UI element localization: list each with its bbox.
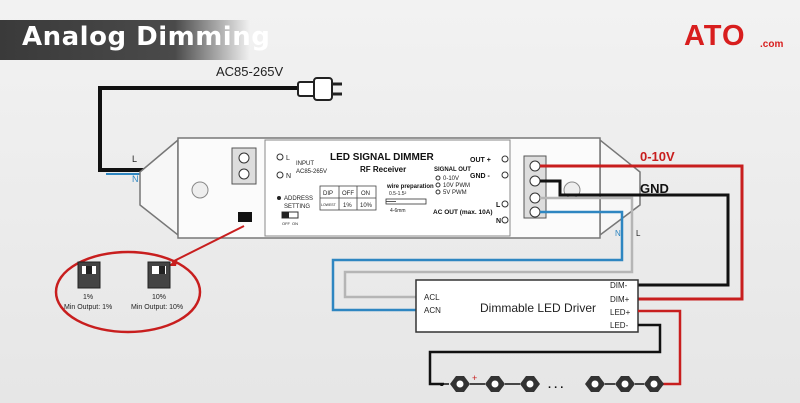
led-minus-label: -: [440, 380, 443, 391]
out-plus-terminal: [501, 155, 509, 163]
driver-led-plus: LED+: [610, 308, 631, 317]
dip-header-on: ON: [361, 191, 370, 197]
signal-option-0-marker: [435, 175, 441, 181]
driver-acl: ACL: [424, 293, 440, 302]
input-label: INPUT: [296, 161, 314, 167]
dip-header-dip: DIP: [323, 191, 333, 197]
ato-logo-suffix: .com: [760, 39, 784, 50]
wire-prep-gauge: 0.5-1.5²: [389, 191, 407, 197]
switch-10pct-caption: Min Output: 10%: [131, 304, 183, 311]
switch-10pct-value: 10%: [152, 294, 166, 301]
led-chip-icon: [485, 376, 505, 392]
wire-prep-title: wire preparation: [386, 184, 434, 190]
driver-label: Dimmable LED Driver: [480, 301, 596, 315]
switch-on-label: ON: [292, 221, 298, 226]
page-title: Analog Dimming: [22, 22, 271, 52]
address-switch-knob: [282, 212, 289, 218]
switch-1pct-caption: Min Output: 1%: [64, 304, 112, 311]
switch-1pct-icon: [77, 261, 101, 289]
switch-detail-callout: [54, 250, 202, 334]
switch-1pct-value: 1%: [83, 294, 93, 301]
signal-out-title: SIGNAL OUT: [434, 167, 471, 173]
dip-row-on: 10%: [360, 203, 373, 209]
led-strip-ellipsis: . . .: [548, 379, 563, 391]
driver-acn: ACN: [424, 306, 441, 315]
dip-row-off: 1%: [343, 203, 352, 209]
out-n-label: N: [615, 229, 621, 238]
address-label-1: ADDRESS: [284, 196, 313, 202]
power-wire-n-label: N: [132, 174, 139, 184]
driver-dim-minus: DIM-: [610, 281, 628, 290]
ac-out-label: AC OUT (max. 10A): [433, 209, 493, 216]
wire-prep-length: 4-6mm: [390, 208, 406, 214]
power-plug-icon: [297, 77, 342, 101]
led-chip-icon: [615, 376, 635, 392]
signal-option-2: 5V PWM: [443, 190, 467, 196]
led-chip-icon: [520, 376, 540, 392]
wire-led-plus-red: [638, 309, 682, 386]
input-terminal-n: N: [286, 173, 291, 180]
ac-out-l-terminal: [501, 200, 509, 208]
wire-gnd-black: [540, 179, 730, 287]
out-plus-label: OUT +: [470, 157, 491, 164]
led-chip-icon: [644, 376, 664, 392]
driver-led-minus: LED-: [610, 321, 629, 330]
driver-dim-plus: DIM+: [610, 295, 630, 304]
dip-header-off: OFF: [342, 191, 354, 197]
signal-wire-label: 0-10V: [640, 149, 675, 164]
voltage-label: AC85-265V: [216, 64, 284, 79]
dimmer-heading: LED SIGNAL DIMMER: [330, 152, 434, 163]
wire-signal-red: [540, 164, 744, 301]
gnd-minus-label: GND -: [470, 173, 491, 180]
led-chip-icon: [585, 376, 605, 392]
ac-out-l-label: L: [496, 202, 501, 209]
switch-10pct-icon: [147, 261, 171, 289]
input-terminal-l: L: [286, 155, 290, 162]
signal-option-2-marker: [435, 189, 441, 195]
power-wire-l-label: L: [132, 154, 137, 164]
dimmer-enclosure: [139, 137, 641, 239]
dimmer-subheading: RF Receiver: [360, 165, 406, 174]
led-driver-box: [415, 279, 639, 333]
wire-ac-l-gray: [343, 196, 634, 299]
callout-arrow: [171, 225, 245, 263]
switch-off-label: OFF: [282, 221, 291, 226]
wire-led-minus-black: [428, 323, 662, 386]
ground-wire-label: GND: [640, 181, 669, 196]
ac-out-n-label: N: [496, 218, 501, 225]
input-voltage: AC85-265V: [296, 169, 327, 175]
ac-out-n-terminal: [501, 216, 509, 224]
signal-option-1: 10V PWM: [443, 183, 470, 189]
dip-table: [319, 185, 377, 211]
title-bar: [0, 20, 250, 60]
signal-option-1-marker: [435, 182, 441, 188]
address-marker: [277, 196, 281, 200]
input-terminal-l-marker: [276, 153, 284, 161]
gnd-minus-terminal: [501, 171, 509, 179]
out-l-label: L: [636, 229, 641, 238]
led-plus-label: +: [472, 373, 477, 383]
led-chip-icon: [450, 376, 470, 392]
address-label-2: SETTING: [284, 204, 310, 210]
led-strip: [444, 376, 664, 392]
input-terminal-n-marker: [276, 171, 284, 179]
ato-logo: ATO: [684, 20, 746, 52]
dip-row-lowest: LOWEST: [321, 203, 337, 207]
wire-ac-n-blue: [331, 210, 624, 312]
signal-option-0: 0-10V: [443, 176, 459, 182]
